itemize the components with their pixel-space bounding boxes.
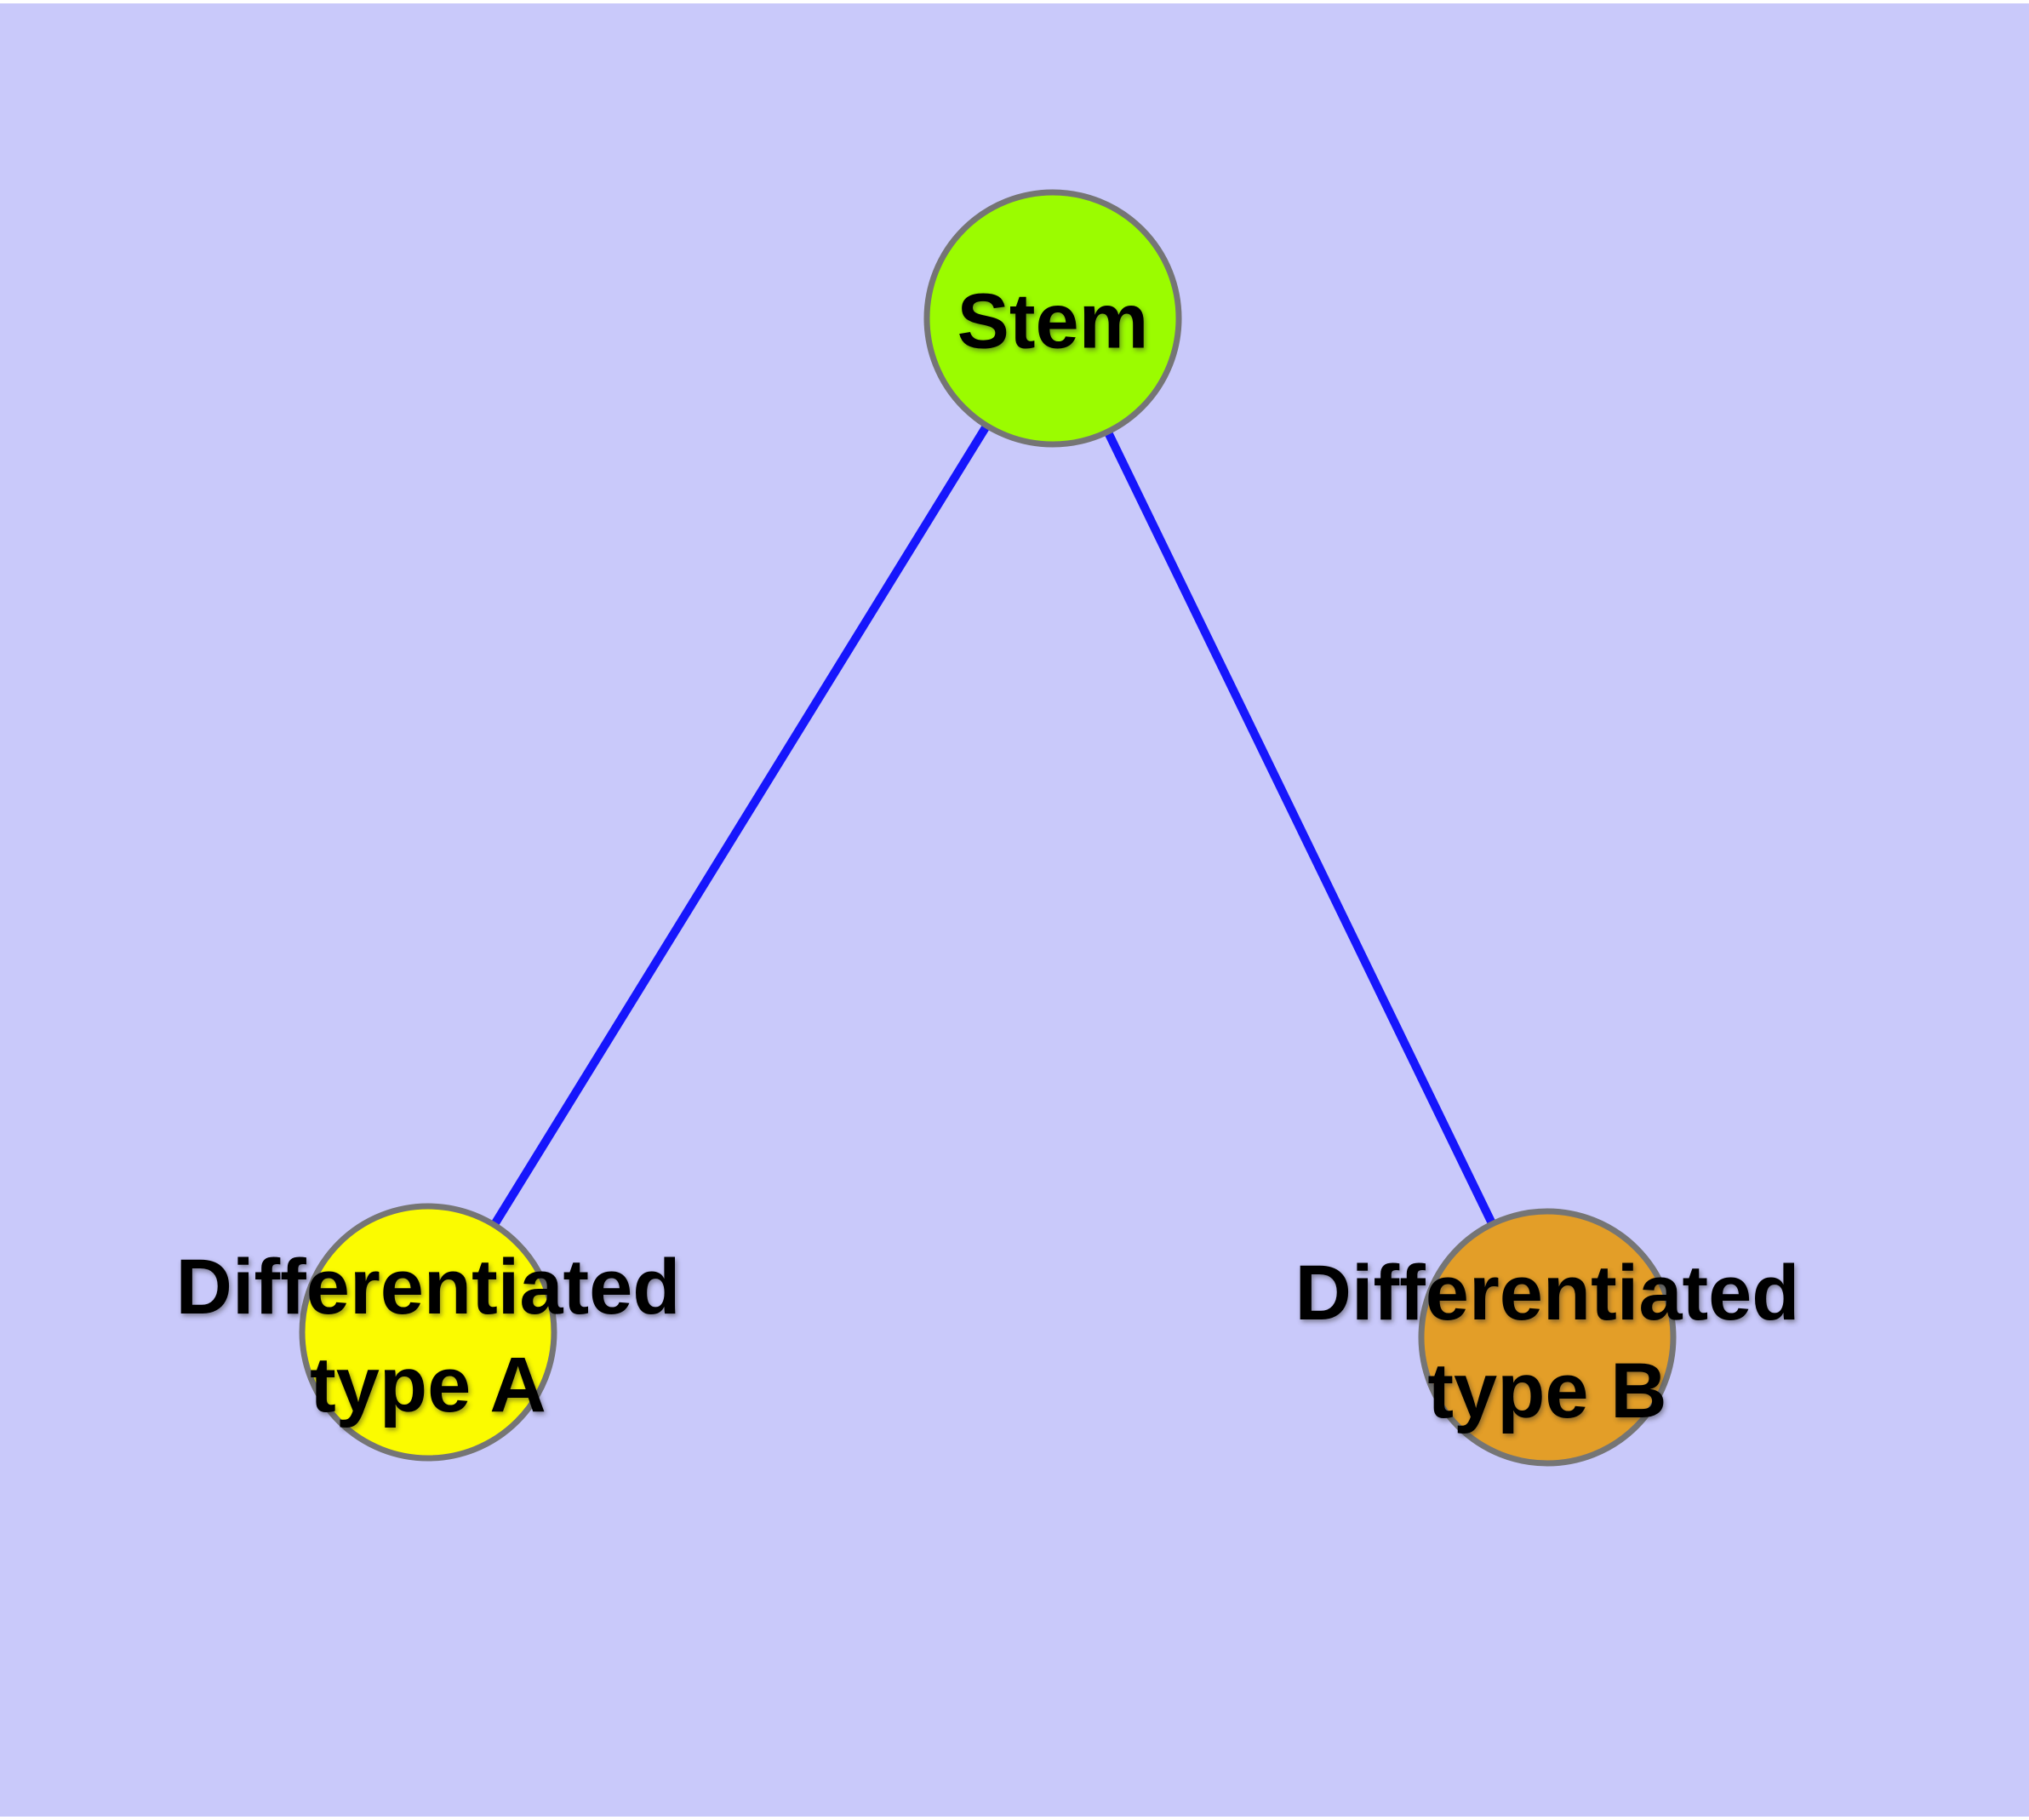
node-differentiated-type-b[interactable] xyxy=(1418,1208,1677,1467)
node-differentiated-type-a[interactable] xyxy=(299,1203,557,1462)
edge-stem-to-type-a[interactable] xyxy=(424,316,1057,1335)
node-stem[interactable] xyxy=(923,189,1182,448)
edge-stem-to-type-b[interactable] xyxy=(1049,316,1552,1340)
